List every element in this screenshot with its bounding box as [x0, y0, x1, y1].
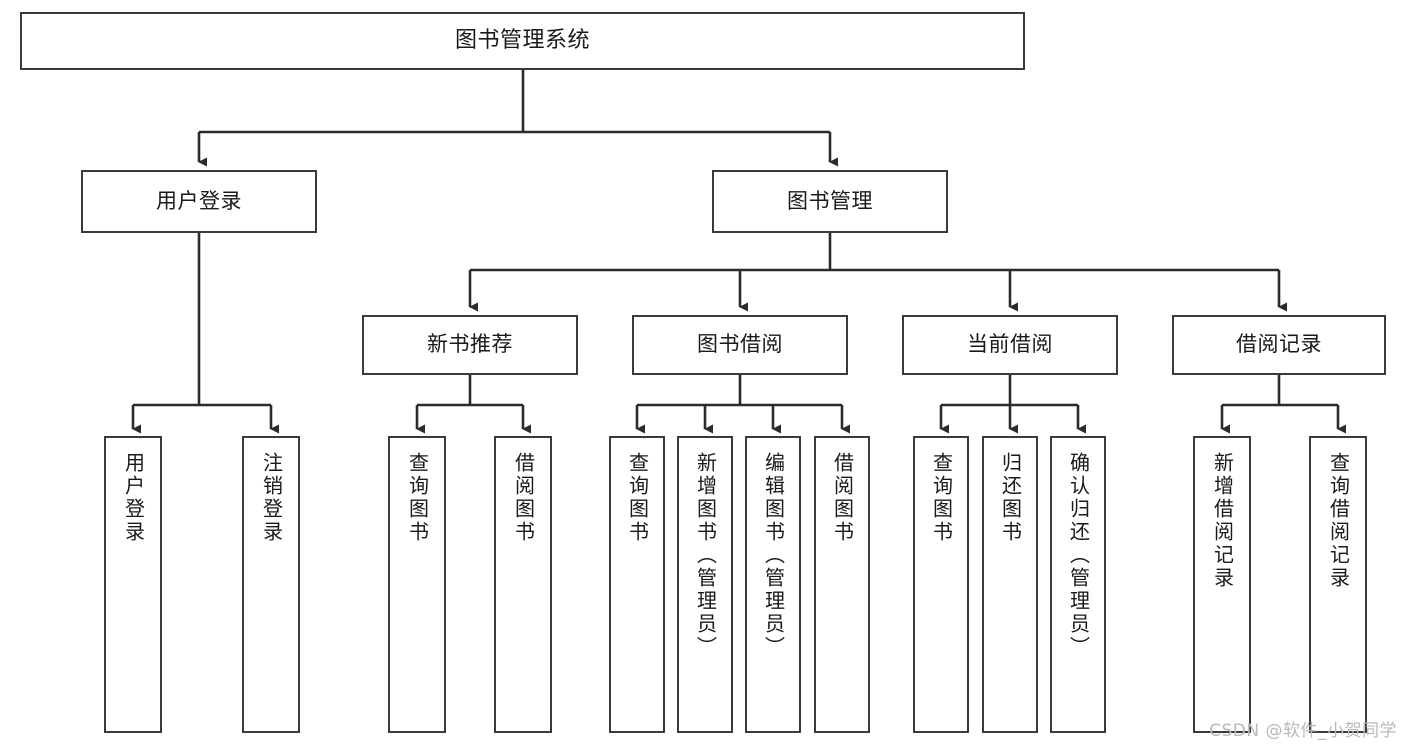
node-label: 新增图书（管理员） [693, 452, 718, 659]
node-book-borrow[interactable]: 图书借阅 [632, 315, 848, 375]
node-borrow-record[interactable]: 借阅记录 [1172, 315, 1386, 375]
leaf-borrow-query-book[interactable]: 查询图书 [609, 436, 665, 733]
node-label: 用户登录 [121, 452, 146, 544]
leaf-borrow-add-book-admin[interactable]: 新增图书（管理员） [677, 436, 733, 733]
node-label: 当前借阅 [967, 332, 1053, 357]
node-label: 用户登录 [156, 188, 242, 213]
node-label: 图书借阅 [697, 332, 783, 357]
leaf-current-query-book[interactable]: 查询图书 [913, 436, 969, 733]
node-label: 借阅记录 [1236, 332, 1322, 357]
leaf-user-login-login[interactable]: 用户登录 [104, 436, 162, 733]
node-label: 查询图书 [625, 452, 650, 544]
node-label: 查询图书 [929, 452, 954, 544]
node-book-management[interactable]: 图书管理 [712, 170, 948, 233]
watermark: CSDN @软件_小贺同学 [1209, 721, 1397, 741]
node-user-login[interactable]: 用户登录 [81, 170, 317, 233]
node-label: 编辑图书（管理员） [761, 452, 786, 659]
node-label: 借阅图书 [511, 452, 536, 544]
leaf-current-return-book[interactable]: 归还图书 [982, 436, 1038, 733]
node-label: 查询借阅记录 [1326, 452, 1351, 590]
node-label: 确认归还（管理员） [1066, 452, 1091, 659]
node-label: 图书管理系统 [454, 27, 590, 53]
leaf-user-login-logout[interactable]: 注销登录 [242, 436, 300, 733]
leaf-borrow-borrow-book[interactable]: 借阅图书 [814, 436, 870, 733]
node-new-book-recommend[interactable]: 新书推荐 [362, 315, 578, 375]
leaf-recommend-borrow-book[interactable]: 借阅图书 [494, 436, 552, 733]
leaf-current-confirm-return-admin[interactable]: 确认归还（管理员） [1050, 436, 1106, 733]
node-label: 归还图书 [998, 452, 1023, 544]
leaf-record-query-record[interactable]: 查询借阅记录 [1309, 436, 1367, 733]
node-label: 新书推荐 [427, 332, 513, 357]
leaf-recommend-query-book[interactable]: 查询图书 [388, 436, 446, 733]
node-current-borrow[interactable]: 当前借阅 [902, 315, 1118, 375]
node-label: 图书管理 [787, 188, 873, 213]
node-root-system[interactable]: 图书管理系统 [20, 12, 1025, 70]
leaf-borrow-edit-book-admin[interactable]: 编辑图书（管理员） [745, 436, 801, 733]
leaf-record-add-record[interactable]: 新增借阅记录 [1193, 436, 1251, 733]
node-label: 借阅图书 [830, 452, 855, 544]
node-label: 注销登录 [259, 452, 284, 544]
node-label: 新增借阅记录 [1210, 452, 1235, 590]
node-label: 查询图书 [405, 452, 430, 544]
